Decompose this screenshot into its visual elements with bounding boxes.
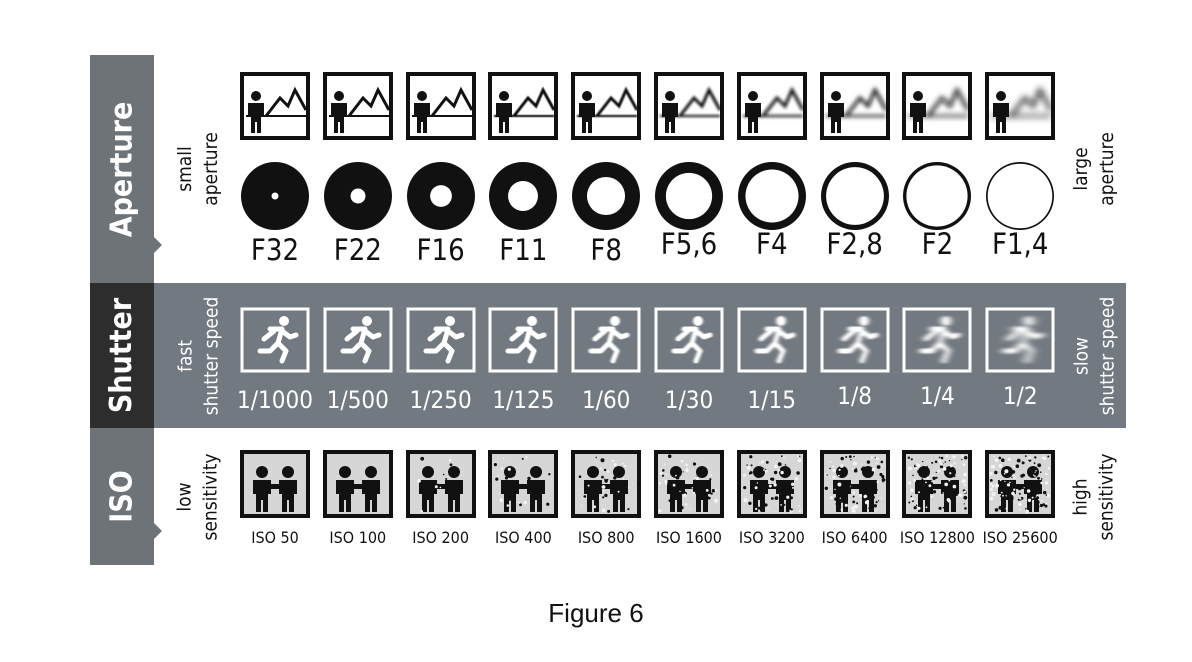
label-low: low (174, 481, 197, 512)
shutter-speed-label: 1/500 (326, 386, 389, 414)
landscape-icon (982, 72, 1058, 140)
landscape-icon (320, 72, 396, 140)
two-people-icon (817, 450, 893, 518)
running-person-icon (237, 307, 313, 373)
f-stop-label: F1,4 (991, 227, 1049, 261)
shutter-speed-label: 1/60 (581, 386, 631, 414)
landscape-icon (568, 72, 644, 140)
aperture-ring-icon (982, 160, 1058, 232)
running-person-icon (734, 307, 810, 373)
f-stop-label: F5,6 (660, 227, 718, 261)
iso-value-label: ISO 3200 (738, 528, 805, 547)
label-slow: slow (1070, 336, 1093, 375)
two-people-icon (899, 450, 975, 518)
f-stop-label: F16 (416, 233, 465, 267)
f-stop-label: F2,8 (826, 227, 883, 261)
shutter-speed-label: 1/30 (664, 386, 714, 414)
running-person-icon (651, 307, 727, 373)
f-stop-label: F2 (921, 227, 954, 261)
aperture-ring-icon (485, 160, 561, 232)
aperture-ring-icon (899, 160, 975, 232)
two-people-icon (320, 450, 396, 518)
two-people-icon (403, 450, 479, 518)
landscape-icon (899, 72, 975, 140)
running-person-icon (320, 307, 396, 373)
label-aperture-right: aperture (1096, 132, 1119, 206)
shutter-speed-label: 1/15 (747, 386, 797, 414)
iso-value-label: ISO 100 (329, 528, 387, 547)
label-large: large (1070, 147, 1093, 191)
aperture-tab-notch (154, 237, 162, 253)
aperture-ring-icon (651, 160, 727, 232)
shutter-row-title: Shutter (90, 283, 162, 428)
aperture-ring-icon (237, 160, 313, 232)
running-person-icon (899, 307, 975, 373)
running-person-icon (403, 307, 479, 373)
label-shutter-speed-left: shutter speed (200, 296, 223, 415)
landscape-icon (651, 72, 727, 140)
landscape-icon (485, 72, 561, 140)
f-stop-label: F4 (755, 227, 788, 261)
running-person-icon (485, 307, 561, 373)
f-stop-label: F22 (333, 233, 382, 267)
aperture-title-text: Aperture (104, 101, 140, 237)
two-people-icon (485, 450, 561, 518)
label-high: high (1070, 477, 1093, 516)
landscape-icon (403, 72, 479, 140)
label-small: small (174, 146, 197, 192)
landscape-icon (237, 72, 313, 140)
iso-row-title: ISO (90, 428, 162, 565)
shutter-speed-label: 1/125 (492, 386, 555, 414)
shutter-title-text: Shutter (104, 297, 140, 414)
label-fast: fast (174, 339, 197, 372)
iso-value-label: ISO 800 (577, 528, 635, 547)
iso-value-label: ISO 6400 (821, 528, 888, 547)
iso-value-label: ISO 1600 (656, 528, 722, 547)
figure-caption: Figure 6 (548, 598, 644, 628)
aperture-row-title: Aperture (90, 55, 162, 283)
iso-value-label: ISO 12800 (899, 528, 975, 547)
two-people-icon (734, 450, 810, 518)
two-people-icon (237, 450, 313, 518)
two-people-icon (982, 450, 1058, 518)
iso-value-label: ISO 400 (495, 528, 552, 547)
running-person-icon (817, 307, 893, 373)
label-sensitivity-right: sensitivity (1096, 452, 1119, 541)
aperture-ring-icon (734, 160, 810, 232)
iso-value-label: ISO 200 (412, 528, 469, 547)
shutter-speed-label: 1/2 (1002, 382, 1038, 410)
iso-tab-notch (154, 523, 162, 539)
running-person-icon (982, 307, 1058, 373)
label-shutter-speed-right: shutter speed (1096, 296, 1119, 415)
label-sensitivity-left: sensitivity (200, 452, 223, 541)
f-stop-label: F32 (250, 233, 300, 267)
aperture-ring-icon (568, 160, 644, 232)
two-people-icon (651, 450, 727, 518)
landscape-icon (734, 72, 810, 140)
landscape-icon (817, 72, 893, 140)
shutter-speed-label: 1/4 (920, 382, 955, 410)
aperture-ring-icon (320, 160, 396, 232)
aperture-ring-icon (403, 160, 479, 232)
iso-value-label: ISO 50 (251, 528, 299, 547)
aperture-ring-icon (817, 160, 893, 232)
shutter-speed-label: 1/8 (837, 382, 872, 410)
shutter-speed-label: 1/250 (409, 386, 472, 414)
iso-title-text: ISO (104, 470, 140, 523)
f-stop-label: F8 (590, 233, 622, 267)
f-stop-label: F11 (499, 233, 548, 267)
iso-value-label: ISO 25600 (982, 528, 1058, 547)
running-person-icon (568, 307, 644, 373)
shutter-speed-label: 1/1000 (237, 386, 313, 414)
label-aperture-left: aperture (200, 132, 223, 206)
two-people-icon (568, 450, 644, 518)
